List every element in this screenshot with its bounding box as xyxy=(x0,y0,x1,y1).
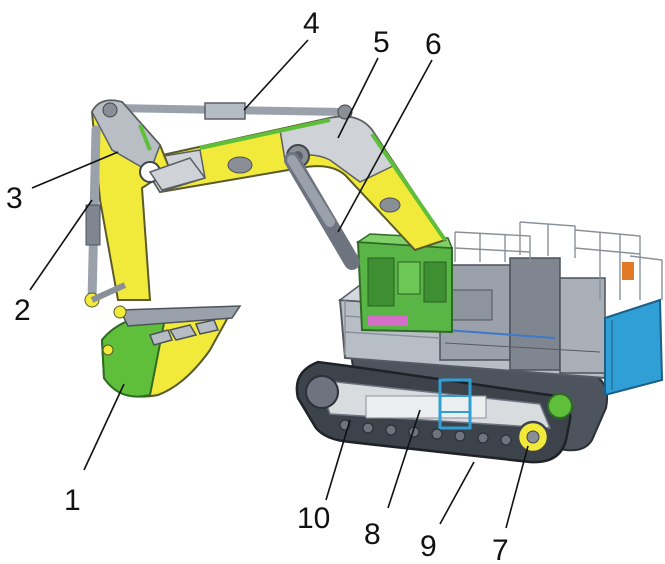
label-10: 10 xyxy=(297,502,330,535)
leader-lines xyxy=(29,39,529,529)
front-track xyxy=(295,360,573,464)
leader-6 xyxy=(337,59,433,233)
operator-cab xyxy=(355,233,454,334)
label-7: 7 xyxy=(492,534,509,564)
leader-1 xyxy=(83,383,125,471)
bucket-cylinder xyxy=(84,125,127,308)
label-8: 8 xyxy=(364,518,381,551)
bucket xyxy=(100,305,242,398)
leader-7 xyxy=(505,445,529,529)
boom-cylinder xyxy=(284,152,360,270)
leader-5 xyxy=(337,57,379,139)
leader-3 xyxy=(31,151,119,189)
label-3: 3 xyxy=(6,182,23,215)
stick-cylinder xyxy=(106,102,353,120)
stick-arm xyxy=(90,99,207,301)
label-2: 2 xyxy=(14,294,31,327)
label-4: 4 xyxy=(303,7,320,40)
label-5: 5 xyxy=(373,26,390,59)
callout-labels: 4 5 6 3 2 1 10 8 9 7 xyxy=(6,7,509,564)
label-9: 9 xyxy=(420,530,437,563)
leader-10 xyxy=(325,419,351,501)
label-6: 6 xyxy=(425,28,442,61)
leader-8 xyxy=(387,409,421,509)
leader-9 xyxy=(439,461,475,525)
leader-2 xyxy=(29,199,93,291)
label-1: 1 xyxy=(64,484,81,517)
leader-4 xyxy=(243,39,309,111)
